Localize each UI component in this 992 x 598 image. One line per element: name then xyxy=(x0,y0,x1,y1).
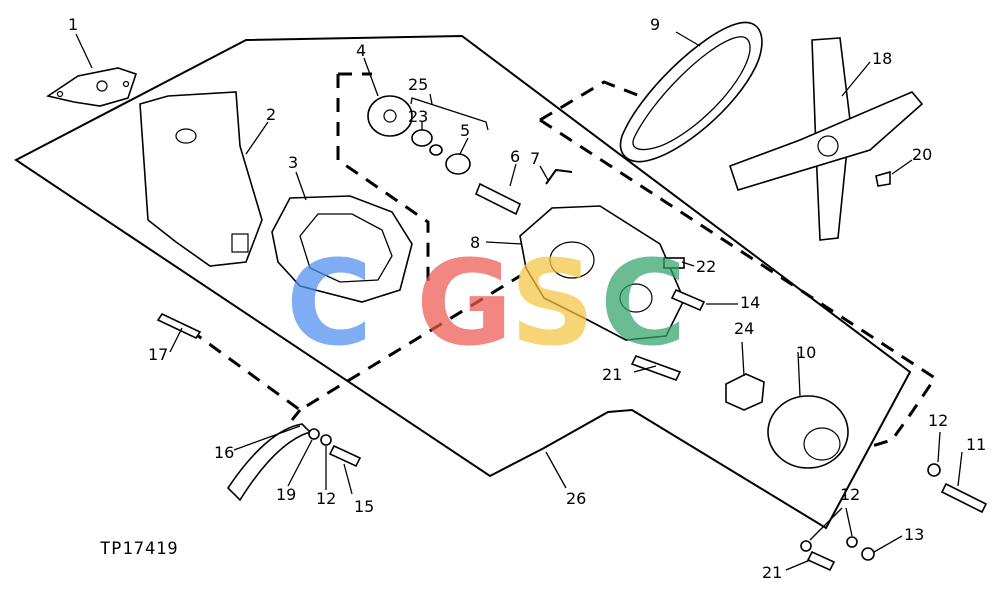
part-12-washer-lower xyxy=(846,536,858,548)
part-8-bore xyxy=(549,241,595,279)
watermark-letter-c1: C xyxy=(286,234,373,372)
callout-18: 18 xyxy=(872,49,892,68)
callout-16: 16 xyxy=(214,443,234,462)
callout-8: 8 xyxy=(470,233,480,252)
bracket-25 xyxy=(410,97,489,131)
part-14-bolt xyxy=(670,288,706,312)
part-10-pulley-face xyxy=(803,427,841,461)
callout-labels: 1 2 3 4 25 23 5 6 7 8 9 18 20 22 14 24 1… xyxy=(68,15,986,582)
callout-26: 26 xyxy=(566,489,586,508)
callout-1: 1 xyxy=(68,15,78,34)
callout-22: 22 xyxy=(696,257,716,276)
callout-12-left: 12 xyxy=(316,489,336,508)
callout-2: 2 xyxy=(266,105,276,124)
callout-9: 9 xyxy=(650,15,660,34)
leader-lines xyxy=(75,31,963,571)
part-2-plate xyxy=(139,91,263,267)
part-6-shaft xyxy=(474,182,522,216)
frame-outline xyxy=(14,34,912,530)
part-9-belt-inner xyxy=(632,36,751,151)
part-21-washer-lower xyxy=(800,540,812,552)
part-1-hole xyxy=(122,80,130,88)
part-2-hole xyxy=(175,128,197,144)
part-13-nut xyxy=(861,547,875,561)
callout-21-lower: 21 xyxy=(762,563,782,582)
dashed-guide-belt xyxy=(539,80,641,122)
part-21-bolt-lower xyxy=(806,550,836,572)
callout-13: 13 xyxy=(904,525,924,544)
callout-14: 14 xyxy=(740,293,760,312)
part-24-flange xyxy=(725,373,765,411)
callout-24: 24 xyxy=(734,319,754,338)
part-1-hole xyxy=(96,80,108,92)
watermark-letter-c2: C xyxy=(600,234,687,372)
part-17-stud xyxy=(156,312,202,340)
callout-10: 10 xyxy=(796,343,816,362)
callout-11: 11 xyxy=(966,435,986,454)
part-2-slot xyxy=(231,233,249,253)
part-18-fan-hub xyxy=(817,135,839,157)
part-20-screw xyxy=(875,170,891,187)
part-10-pulley xyxy=(767,395,849,469)
part-9-belt xyxy=(619,21,763,163)
part-19-washer xyxy=(308,428,320,440)
callout-19: 19 xyxy=(276,485,296,504)
dashed-guide-bottom xyxy=(290,409,302,421)
part-4-hub xyxy=(383,109,397,123)
callout-4: 4 xyxy=(356,41,366,60)
callout-21-upper: 21 xyxy=(602,365,622,384)
callout-12-lower: 12 xyxy=(840,485,860,504)
part-5-seal xyxy=(445,153,471,175)
callout-15: 15 xyxy=(354,497,374,516)
watermark-letter-g: G xyxy=(416,234,513,372)
part-15-bolt xyxy=(328,444,362,468)
part-1-hole xyxy=(56,90,64,98)
callout-6: 6 xyxy=(510,147,520,166)
callout-5: 5 xyxy=(460,121,470,140)
dashed-guide-water-pump xyxy=(336,74,430,290)
callout-25: 25 xyxy=(408,75,428,94)
part-3-gasket-inner xyxy=(299,213,393,283)
part-23-seal xyxy=(411,129,433,147)
cgsc-watermark: C G S C xyxy=(286,234,687,372)
watermark-letter-s: S xyxy=(510,234,595,372)
part-3-gasket xyxy=(271,195,413,303)
part-12-washer xyxy=(320,434,332,446)
callout-17: 17 xyxy=(148,345,168,364)
callout-12-right: 12 xyxy=(928,411,948,430)
part-11-bolt xyxy=(940,482,988,514)
callout-20: 20 xyxy=(912,145,932,164)
dashed-guide-right xyxy=(539,118,938,448)
part-21-bolt xyxy=(630,355,682,381)
part-8-port xyxy=(619,283,653,313)
part-23-ring xyxy=(429,144,443,156)
callout-3: 3 xyxy=(288,153,298,172)
callout-23: 23 xyxy=(408,107,428,126)
callout-7: 7 xyxy=(530,149,540,168)
figure-code: TP17419 xyxy=(100,539,179,559)
part-1-bracket xyxy=(46,67,138,107)
part-16-strap xyxy=(226,423,312,502)
part-12-washer-right xyxy=(927,463,941,477)
part-7-tube xyxy=(545,168,573,185)
